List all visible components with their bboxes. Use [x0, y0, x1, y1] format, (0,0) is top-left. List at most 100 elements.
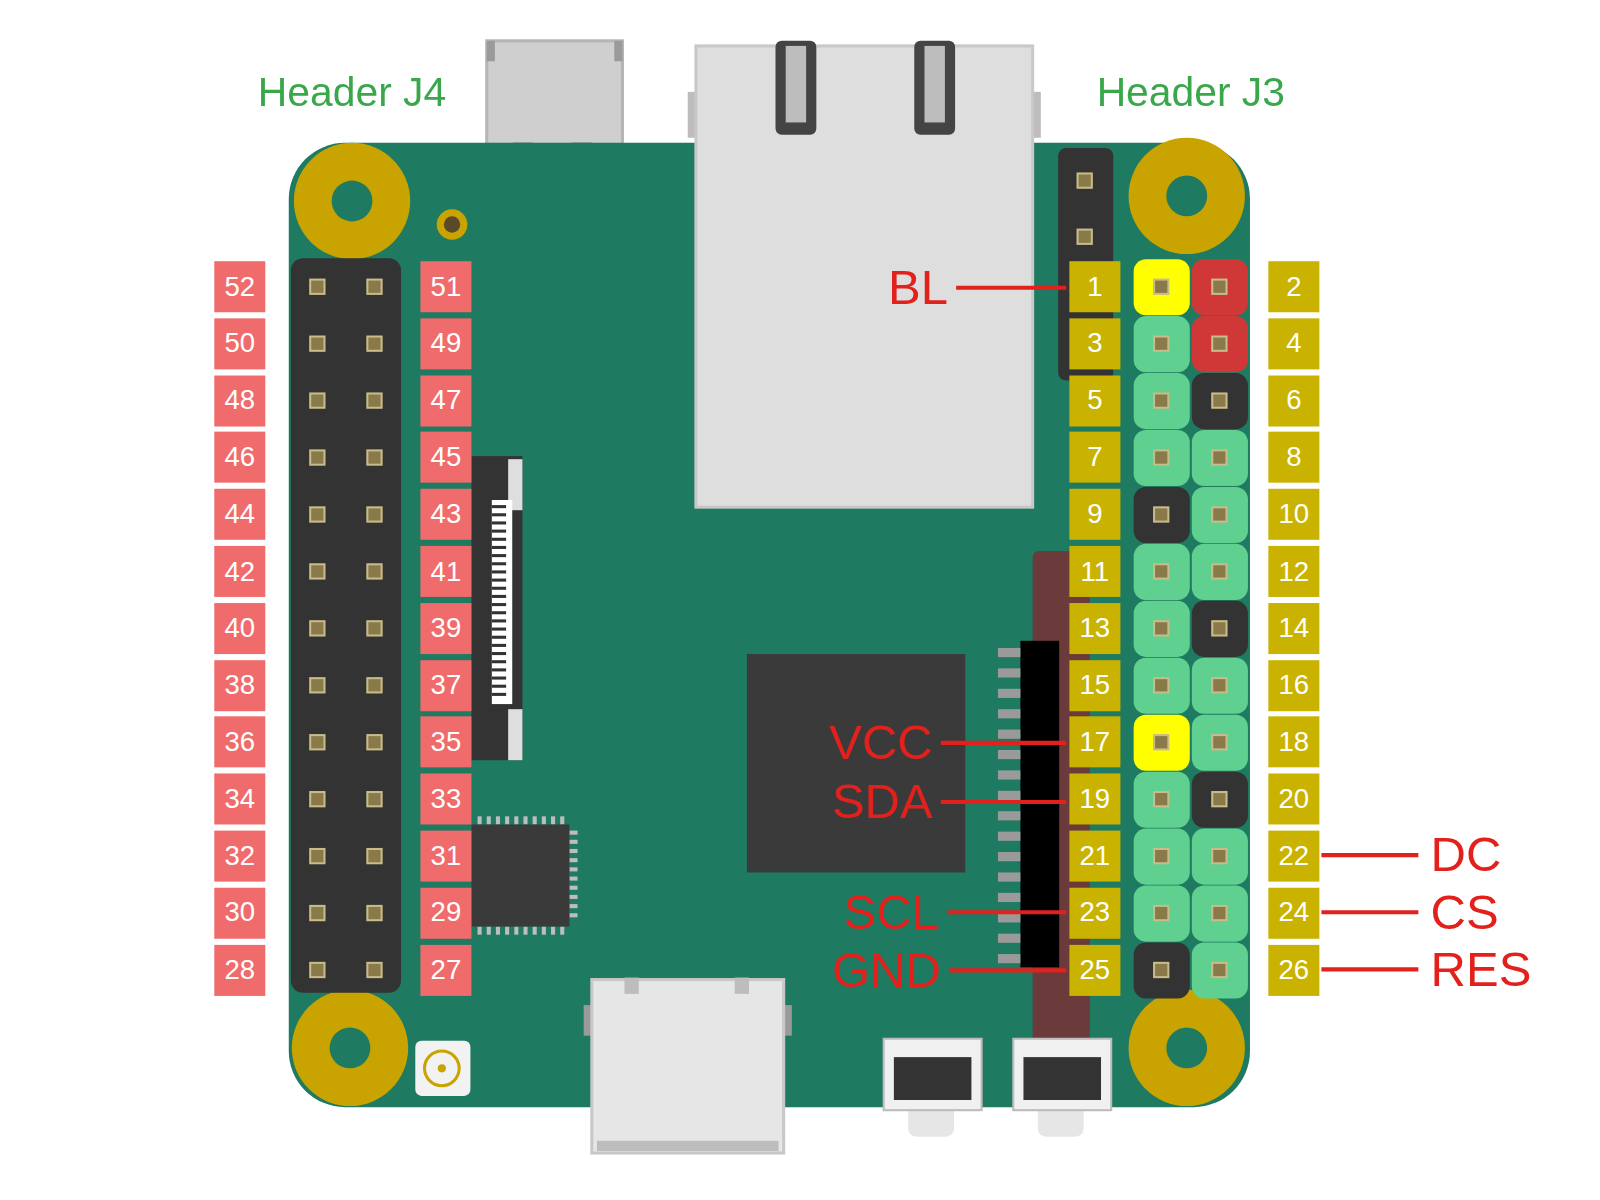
- pin-number: 20: [1268, 774, 1319, 825]
- pin-number: 13: [1069, 603, 1120, 654]
- header-pin: [310, 337, 324, 351]
- pin-number: 10: [1268, 489, 1319, 540]
- header-pin: [367, 906, 381, 920]
- pin-number: 8: [1268, 432, 1319, 483]
- signal-name: DC: [1431, 831, 1502, 880]
- soc-chip: [747, 654, 965, 872]
- header-pin: [1212, 735, 1226, 749]
- header-pin: [1212, 507, 1226, 521]
- pin-number: 41: [420, 546, 471, 597]
- pin-cell: [1192, 886, 1248, 942]
- pin-cell: [1192, 829, 1248, 885]
- header-pin: [367, 507, 381, 521]
- pin-cell: [1192, 942, 1248, 998]
- pin-number: 16: [1268, 660, 1319, 711]
- pin-number: 24: [1268, 888, 1319, 939]
- pin-number: 4: [1268, 318, 1319, 369]
- header-pin: [1154, 963, 1168, 977]
- pin-cell: [1134, 829, 1190, 885]
- header-pin: [367, 849, 381, 863]
- header-pin: [310, 450, 324, 464]
- pin-cell: [1192, 772, 1248, 828]
- header-pin: [367, 735, 381, 749]
- header-pin: [310, 792, 324, 806]
- header-pin: [310, 564, 324, 578]
- pin-cell: [1134, 658, 1190, 714]
- pin-cell: [1134, 715, 1190, 771]
- pin-number: 19: [1069, 774, 1120, 825]
- pin-cell: [1134, 373, 1190, 429]
- pin-number: 30: [214, 888, 265, 939]
- pin-number: 34: [214, 774, 265, 825]
- header-pin: [310, 849, 324, 863]
- pin-number: 40: [214, 603, 265, 654]
- mounting-holes: [292, 138, 1245, 1106]
- pin-number: 22: [1268, 831, 1319, 882]
- header-pin: [1154, 678, 1168, 692]
- pin-number: 18: [1268, 717, 1319, 768]
- pin-cell: [1192, 487, 1248, 543]
- header-title: Header J3: [1097, 71, 1285, 112]
- pin-number: 33: [420, 774, 471, 825]
- pin-number: 27: [420, 944, 471, 995]
- header-pin: [310, 678, 324, 692]
- pin-cell: [1134, 601, 1190, 657]
- header-pin: [1212, 792, 1226, 806]
- header-pin: [1078, 173, 1092, 187]
- ribbon-connector: [471, 456, 522, 760]
- header-pin: [367, 564, 381, 578]
- pin-number: 12: [1268, 546, 1319, 597]
- header-pin: [1154, 792, 1168, 806]
- header-pin: [1154, 621, 1168, 635]
- pin-cell: [1134, 544, 1190, 600]
- header-pin: [1154, 564, 1168, 578]
- pin-cell: [1134, 316, 1190, 372]
- header-pin: [310, 963, 324, 977]
- header-pin: [1154, 280, 1168, 294]
- pin-number: 9: [1069, 489, 1120, 540]
- signal-name: BL: [888, 263, 948, 312]
- header-pin: [1212, 849, 1226, 863]
- header-pin: [1212, 450, 1226, 464]
- pin-number: 5: [1069, 375, 1120, 426]
- pin-number: 28: [214, 944, 265, 995]
- signal-name: SDA: [832, 778, 933, 827]
- header-pin: [310, 735, 324, 749]
- pin-cell: [1134, 487, 1190, 543]
- header-pin: [310, 393, 324, 407]
- header-pin: [1154, 735, 1168, 749]
- header-pin: [1154, 906, 1168, 920]
- pin-cell: [1192, 601, 1248, 657]
- pin-cell: [1192, 658, 1248, 714]
- header-pin: [1154, 849, 1168, 863]
- pin-cell: [1134, 430, 1190, 486]
- header-pin: [310, 507, 324, 521]
- header-pin: [1212, 337, 1226, 351]
- pin-cell: [1192, 430, 1248, 486]
- header-pin: [367, 963, 381, 977]
- pin-number: 38: [214, 660, 265, 711]
- header-pin: [1212, 906, 1226, 920]
- pin-cell: [1134, 259, 1190, 315]
- pin-cell: [1134, 942, 1190, 998]
- pin-cell: [1192, 316, 1248, 372]
- pin-number: 31: [420, 831, 471, 882]
- pin-number: 35: [420, 717, 471, 768]
- antenna-connector: [415, 1041, 470, 1096]
- header-pin: [1154, 507, 1168, 521]
- pin-number: 42: [214, 546, 265, 597]
- pin-number: 46: [214, 432, 265, 483]
- pin-number: 25: [1069, 944, 1120, 995]
- pin-number: 2: [1268, 261, 1319, 312]
- header-pin: [1212, 280, 1226, 294]
- header-pin: [1154, 450, 1168, 464]
- ethernet-jack: [688, 41, 1041, 507]
- pin-cell: [1134, 772, 1190, 828]
- pin-cell: [1192, 544, 1248, 600]
- leader-lines: [941, 288, 1419, 971]
- header-pin: [367, 337, 381, 351]
- header-pin: [1212, 621, 1226, 635]
- pin-cell: [1192, 373, 1248, 429]
- header-pin: [1212, 564, 1226, 578]
- signal-name: RES: [1431, 945, 1532, 994]
